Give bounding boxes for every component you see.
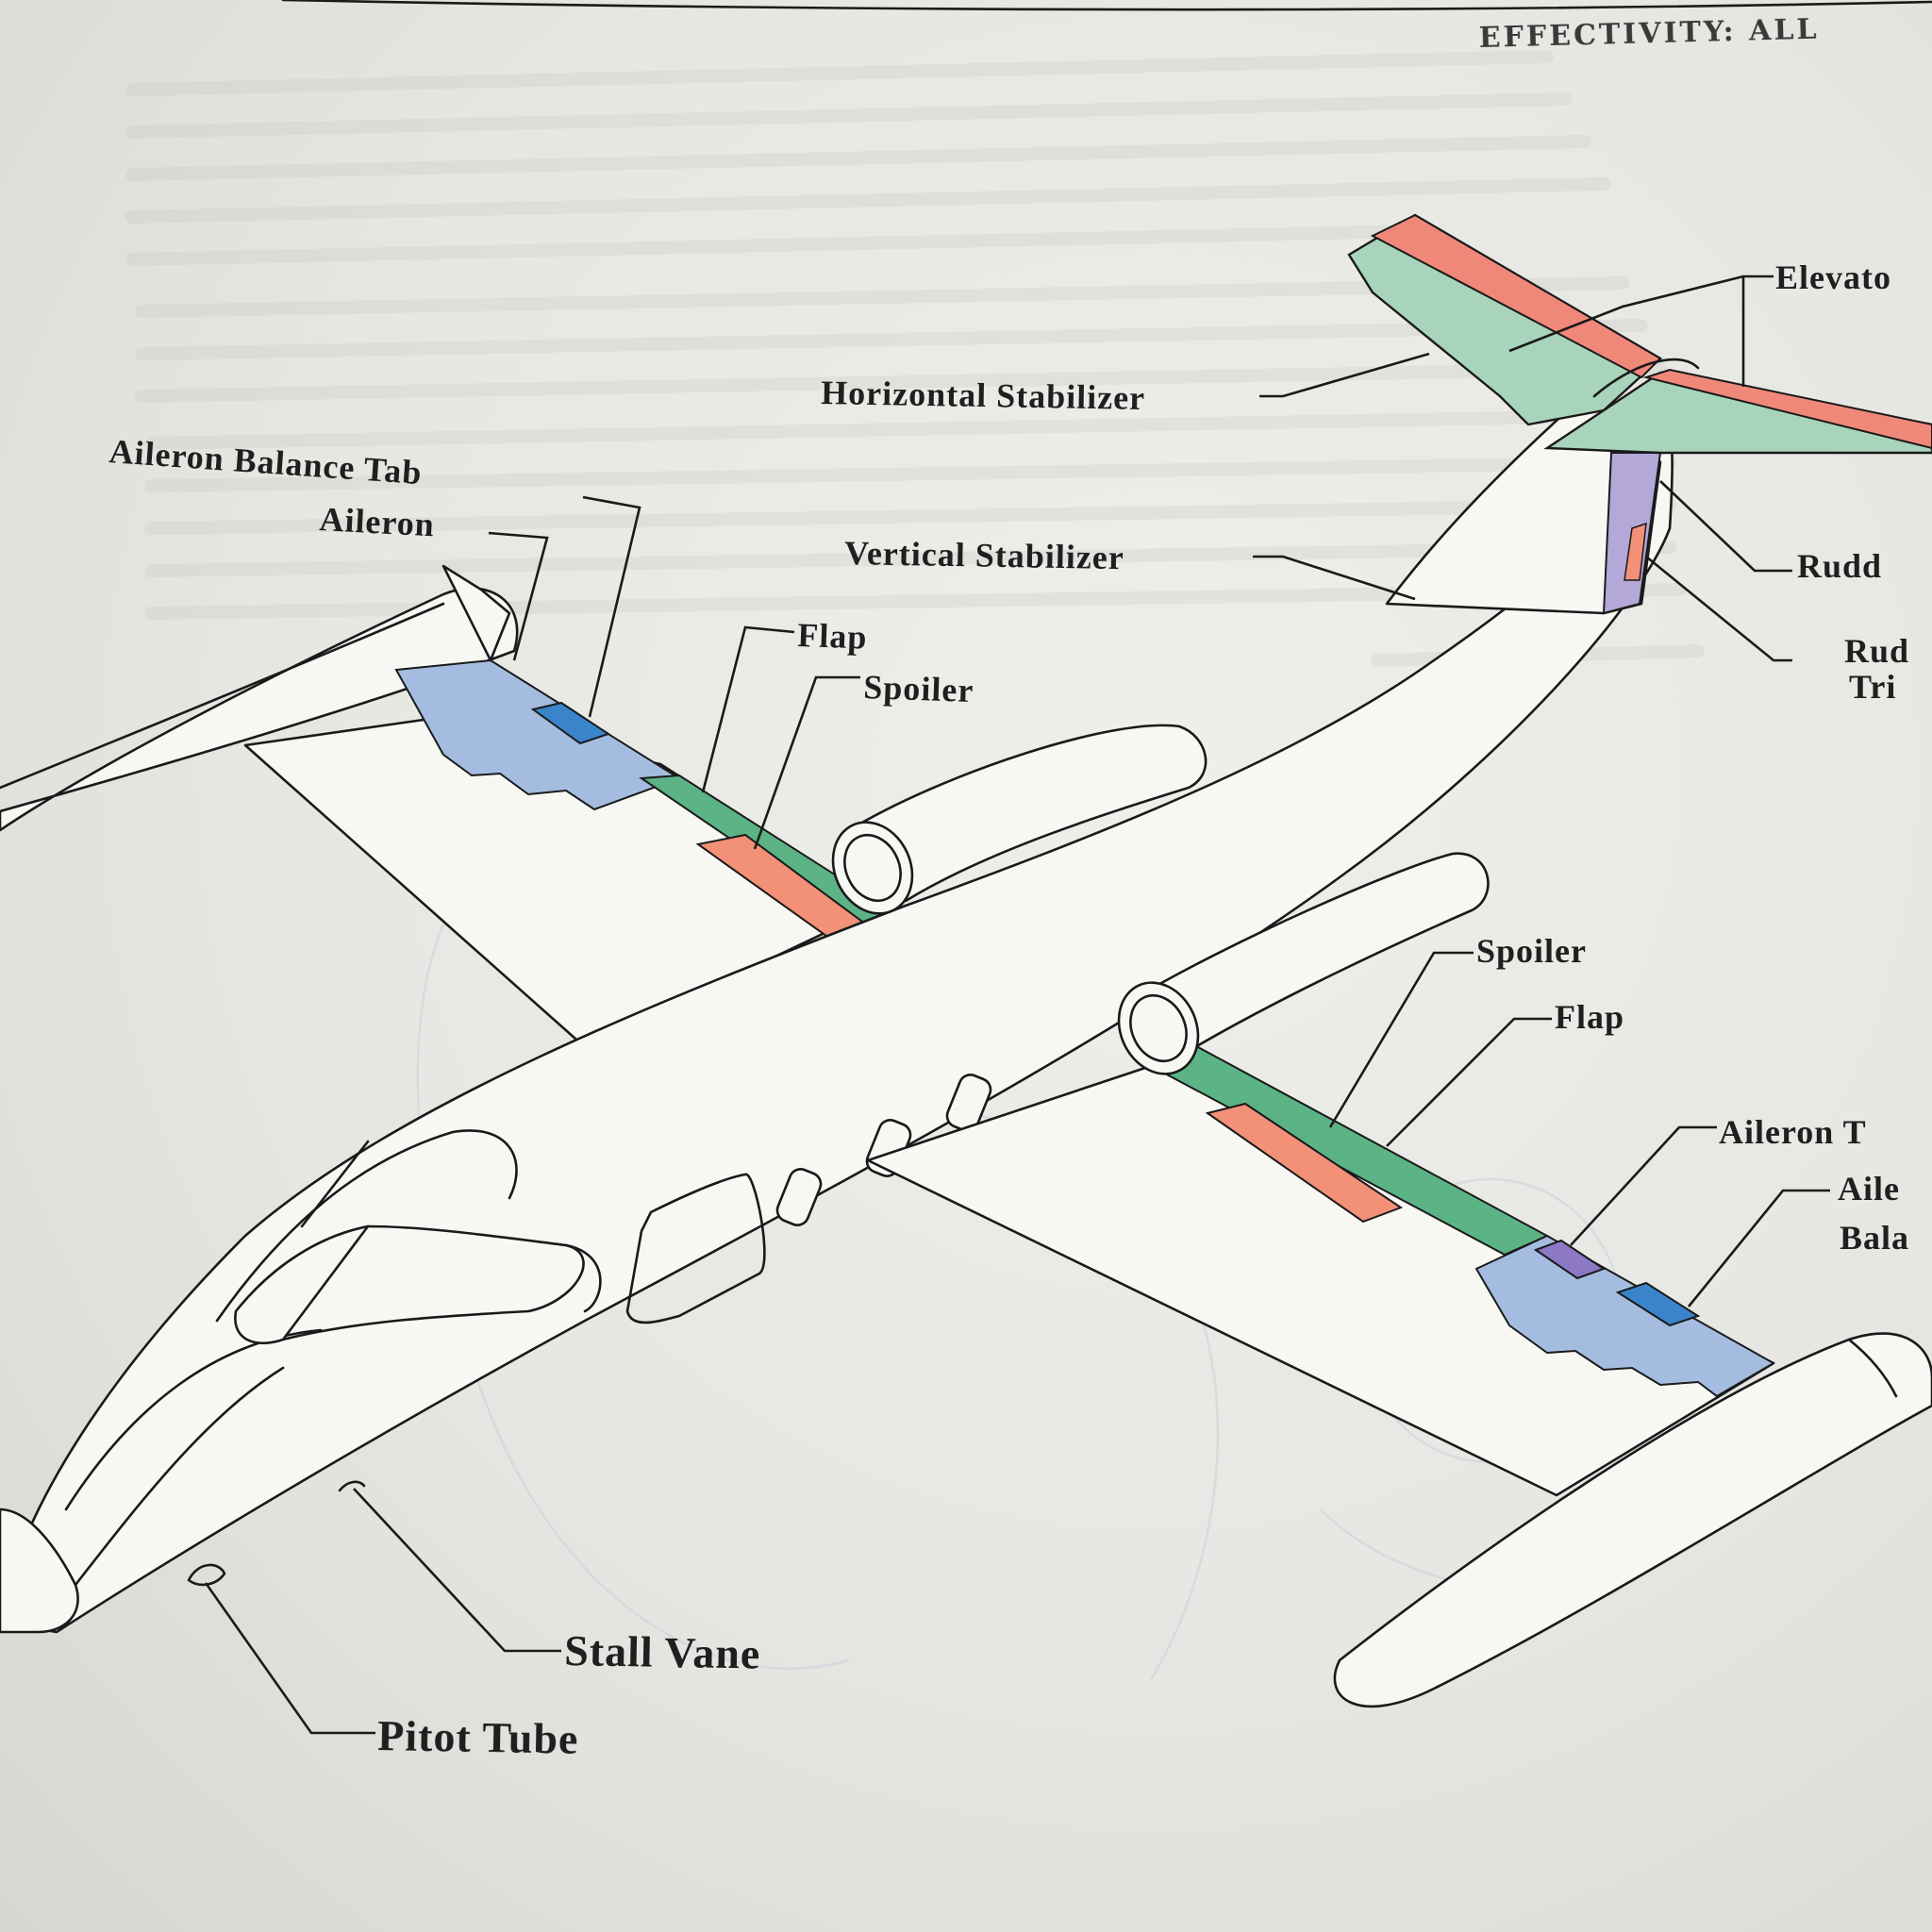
left-tip-tank <box>0 587 519 832</box>
right-aileron-trim-tab <box>1533 1239 1607 1280</box>
rudder-trim-tab <box>1624 522 1647 581</box>
label-spoiler-right: Spoiler <box>1476 932 1587 970</box>
label-aileron-left: Aileron <box>319 500 436 543</box>
left-engine <box>831 724 1208 915</box>
label-spoiler-left: Spoiler <box>863 668 974 709</box>
label-vertical-stabilizer: Vertical Stabilizer <box>844 534 1124 576</box>
top-rule <box>281 0 1932 11</box>
right-aileron-balance-tab <box>1615 1281 1701 1327</box>
cabin-window-3 <box>945 1074 992 1132</box>
label-elevator: Elevato <box>1775 258 1891 296</box>
label-rudder-trim-2: Tri <box>1849 668 1896 706</box>
cabin-door <box>625 1173 766 1324</box>
right-horizontal-stabilizer <box>1543 371 1932 455</box>
aircraft <box>0 213 1932 1708</box>
callout-labels: Elevato Horizontal Stabilizer Aileron Ba… <box>108 258 1909 1763</box>
stall-vane-probe <box>338 1480 366 1492</box>
right-tip-tank <box>1333 1332 1932 1708</box>
right-spoiler-surface <box>1205 1102 1404 1224</box>
effectivity-header: EFFECTIVITY: ALL <box>1478 13 1820 55</box>
left-elevator-surface <box>1370 213 1662 379</box>
label-aileron-balance-right-1: Aile <box>1838 1170 1900 1208</box>
label-rudder-trim-1: Rud <box>1844 632 1909 670</box>
windshield <box>234 1224 370 1344</box>
right-aileron-surface <box>1474 1234 1776 1398</box>
label-aileron-right: Aileron T <box>1719 1113 1867 1151</box>
label-stall-vane: Stall Vane <box>564 1626 761 1678</box>
right-engine <box>1117 852 1490 1075</box>
label-horizontal-stabilizer: Horizontal Stabilizer <box>821 374 1146 417</box>
right-elevator-surface <box>1642 368 1932 450</box>
label-pitot-tube: Pitot Tube <box>377 1711 579 1763</box>
label-flap-left: Flap <box>797 616 868 657</box>
label-rudder: Rudd <box>1797 547 1882 585</box>
left-aileron-balance-tab <box>530 701 611 745</box>
left-tip-tank-fin <box>441 564 511 662</box>
leader-lines <box>204 275 1830 1735</box>
label-aileron-balance-right-2: Bala <box>1840 1219 1909 1257</box>
cabin-window-1 <box>775 1168 823 1226</box>
label-flap-right: Flap <box>1555 998 1624 1036</box>
pitot-tube-probe <box>187 1563 226 1587</box>
